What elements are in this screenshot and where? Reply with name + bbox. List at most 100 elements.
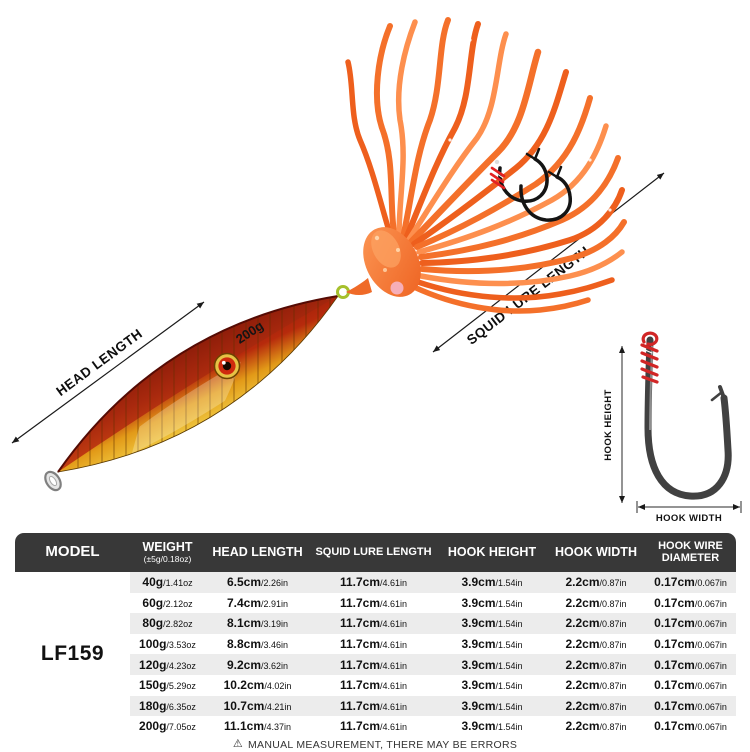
table-cell: 2.2cm/0.87in: [565, 678, 627, 693]
measurement-disclaimer: ⚠ MANUAL MEASUREMENT, THERE MAY BE ERROR…: [0, 738, 750, 752]
table-cell: 11.1cm/4.37in: [223, 719, 292, 734]
table-cell: 3.9cm/1.54in: [461, 719, 523, 734]
table-cell: 3.9cm/1.54in: [461, 657, 523, 672]
table-cell: 11.7cm/4.61in: [339, 678, 408, 693]
squid-skirt-tentacles: [345, 17, 627, 314]
spec-table-header: MODEL WEIGHT (±5g/0.18oz) HEAD LENGTH SQ…: [15, 533, 736, 572]
header-weight-tolerance: (±5g/0.18oz): [143, 554, 192, 565]
spec-table-body: LF159 40g/1.41oz 6.5cm/2.26in 11.7cm/4.61i…: [15, 572, 736, 737]
table-cell: 9.2cm/3.62in: [226, 657, 289, 672]
header-hook-height-label: HOOK HEIGHT: [447, 544, 537, 559]
table-cell: 8.1cm/3.19in: [226, 616, 289, 631]
hook-diagram-shape: [644, 336, 732, 500]
squid-head: [346, 227, 421, 297]
hook-rear-barb: [547, 165, 563, 179]
table-cell: 2.2cm/0.87in: [565, 657, 627, 672]
table-cell: 10.2cm/4.02in: [223, 678, 292, 693]
table-cell: 3.9cm/1.54in: [461, 637, 523, 652]
table-cell: 3.9cm/1.54in: [461, 678, 523, 693]
hook-front-barb: [525, 147, 541, 161]
jig-head-eyelet: [44, 470, 62, 492]
hook-diagram: HOOK HEIGHT HOOK WIDTH: [603, 331, 742, 524]
header-head-length: HEAD LENGTH: [205, 533, 310, 572]
table-cell: 60g/2.12oz: [142, 595, 193, 610]
header-squid-lure-length-label: SQUID LURE LENGTH: [315, 545, 432, 558]
jig-body: 200g: [44, 285, 350, 492]
table-cell: 0.17cm/0.067in: [654, 698, 727, 713]
disclaimer-text: MANUAL MEASUREMENT, THERE MAY BE ERRORS: [247, 738, 518, 751]
table-cell: 3.9cm/1.54in: [461, 616, 523, 631]
table-row: 40g/1.41oz 6.5cm/2.26in 11.7cm/4.61in 3.9cm…: [130, 572, 736, 593]
table-cell: 180g/6.35oz: [139, 698, 196, 713]
hook-diagram-barb: [710, 390, 724, 402]
table-cell: 2.2cm/0.87in: [565, 575, 627, 590]
table-cell: 7.4cm/2.91in: [226, 595, 289, 610]
hook-thread-bead: [494, 159, 500, 165]
hook-height-label: HOOK HEIGHT: [603, 389, 614, 460]
table-cell: 0.17cm/0.067in: [654, 616, 727, 631]
table-cell: 11.7cm/4.61in: [339, 575, 408, 590]
table-cell: 2.2cm/0.87in: [565, 698, 627, 713]
table-cell: 0.17cm/0.067in: [654, 678, 727, 693]
table-row: 60g/2.12oz 7.4cm/2.91in 11.7cm/4.61in 3.9cm…: [130, 592, 736, 614]
header-weight-label: WEIGHT: [142, 539, 193, 554]
table-row: 80g/2.82oz 8.1cm/3.19in 11.7cm/4.61in 3.9cm…: [130, 613, 736, 634]
lure-illustration: HEAD LENGTH SQUID LURE LENGTH 200g: [11, 17, 742, 524]
hook-thread-wrap: [489, 166, 506, 190]
table-cell: 11.7cm/4.61in: [339, 698, 408, 713]
table-cell: 2.2cm/0.87in: [565, 595, 627, 610]
table-cell: 0.17cm/0.067in: [654, 637, 727, 652]
hook-diagram-thread: [640, 331, 659, 384]
table-cell: 40g/1.41oz: [142, 575, 193, 590]
head-length-line: [11, 301, 205, 444]
head-length-label: HEAD LENGTH: [53, 326, 145, 399]
table-row: 150g/5.29oz 10.2cm/4.02in 11.7cm/4.61in 3.9…: [130, 674, 736, 696]
hook-width-label: HOOK WIDTH: [656, 513, 722, 524]
hook-front: [497, 157, 549, 203]
table-cell: 11.7cm/4.61in: [339, 719, 408, 734]
table-cell: 0.17cm/0.067in: [654, 719, 727, 734]
hook-rear: [519, 175, 572, 222]
table-cell: 2.2cm/0.87in: [565, 616, 627, 631]
table-cell: 3.9cm/1.54in: [461, 575, 523, 590]
table-cell: 2.2cm/0.87in: [565, 719, 627, 734]
header-hook-width: HOOK WIDTH: [547, 533, 645, 572]
table-cell: 200g/7.05oz: [139, 719, 196, 734]
table-cell: 3.9cm/1.54in: [461, 698, 523, 713]
table-cell: 100g/3.53oz: [139, 637, 196, 652]
table-cell: 2.2cm/0.87in: [565, 637, 627, 652]
table-cell: 0.17cm/0.067in: [654, 657, 727, 672]
jig-spine-edge: [57, 295, 339, 473]
header-hook-wire-diameter: HOOK WIRE DIAMETER: [645, 533, 736, 572]
header-squid-lure-length: SQUID LURE LENGTH: [310, 533, 437, 572]
model-name: LF159: [15, 572, 130, 737]
table-row: 100g/3.53oz 8.8cm/3.46in 11.7cm/4.61in 3.9c…: [130, 633, 736, 655]
header-head-length-label: HEAD LENGTH: [212, 544, 303, 559]
assist-hooks: [489, 147, 572, 222]
table-cell: 6.5cm/2.26in: [226, 575, 289, 590]
table-cell: 150g/5.29oz: [139, 678, 196, 693]
table-cell: 11.7cm/4.61in: [339, 637, 408, 652]
table-cell: 3.9cm/1.54in: [461, 595, 523, 610]
header-model: MODEL: [15, 533, 130, 572]
jig-eye: [213, 352, 241, 380]
table-cell: 120g/4.23oz: [139, 657, 196, 672]
header-model-label: MODEL: [45, 543, 100, 561]
table-cell: 0.17cm/0.067in: [654, 575, 727, 590]
table-cell: 11.7cm/4.61in: [339, 616, 408, 631]
header-weight: WEIGHT (±5g/0.18oz): [130, 533, 205, 572]
spec-table: MODEL WEIGHT (±5g/0.18oz) HEAD LENGTH SQ…: [15, 533, 736, 737]
table-cell: 0.17cm/0.067in: [654, 595, 727, 610]
table-cell: 10.7cm/4.21in: [223, 698, 292, 713]
table-row: 200g/7.05oz 11.1cm/4.37in 11.7cm/4.61in 3.9…: [130, 716, 736, 737]
table-cell: 11.7cm/4.61in: [339, 595, 408, 610]
table-cell: 8.8cm/3.46in: [226, 637, 289, 652]
warning-icon: ⚠: [232, 738, 243, 751]
table-rows: 40g/1.41oz 6.5cm/2.26in 11.7cm/4.61in 3.9cm…: [130, 572, 736, 737]
header-hook-wire-diameter-label: HOOK WIRE DIAMETER: [658, 539, 723, 564]
table-row: 180g/6.35oz 10.7cm/4.21in 11.7cm/4.61in 3.9…: [130, 695, 736, 717]
squid-skirt: [345, 17, 627, 314]
product-image: HEAD LENGTH SQUID LURE LENGTH 200g: [11, 17, 742, 524]
table-cell: 80g/2.82oz: [142, 616, 193, 631]
